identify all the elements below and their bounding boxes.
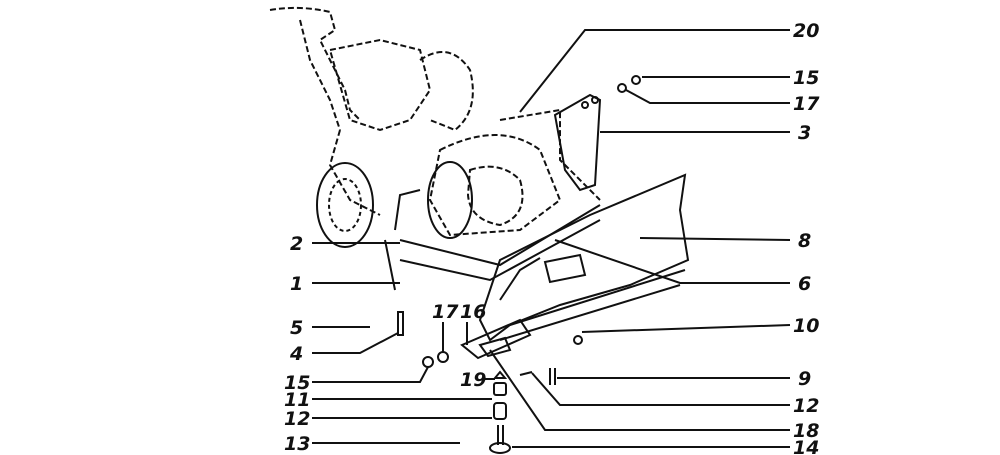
push-frame — [384, 189, 601, 291]
callout-5: 5 — [290, 317, 303, 339]
nut — [617, 83, 627, 93]
callout-9: 9 — [798, 368, 811, 390]
hole — [581, 101, 589, 109]
callout-17: 17 — [432, 301, 459, 323]
callout-4: 4 — [289, 343, 303, 365]
skid-bolt-13 — [497, 425, 504, 445]
callout-13: 13 — [284, 433, 310, 455]
washer — [422, 356, 434, 368]
callout-18: 18 — [793, 420, 819, 442]
nut — [437, 351, 449, 363]
spacer-12 — [493, 402, 507, 420]
callout-1: 1 — [290, 273, 303, 295]
callout-14: 14 — [793, 437, 819, 455]
callout-2: 2 — [290, 233, 303, 255]
callout-16: 16 — [460, 301, 486, 323]
callout-20: 20 — [793, 20, 819, 42]
leader-lines — [312, 29, 791, 448]
callout-8: 8 — [798, 230, 811, 252]
callout-15: 15 — [793, 67, 819, 89]
callout-11: 11 — [284, 389, 310, 411]
callout-17: 17 — [793, 93, 820, 115]
snow-blower-outline — [269, 6, 601, 237]
callout-15: 15 — [284, 372, 310, 394]
callout-6: 6 — [798, 273, 811, 295]
skid-plate-14 — [489, 442, 511, 454]
mounting-plate — [553, 93, 602, 192]
callout-12: 12 — [793, 395, 819, 417]
pin-12 — [519, 371, 533, 376]
callout-3: 3 — [798, 122, 811, 144]
washer — [631, 75, 641, 85]
callout-19: 19 — [460, 369, 486, 391]
callout-10: 10 — [793, 315, 819, 337]
nut-10 — [573, 335, 583, 345]
skid-shoe — [460, 318, 532, 360]
bolt-9 — [549, 368, 556, 385]
callout-12: 12 — [284, 408, 310, 430]
pin — [397, 311, 404, 336]
nut-19 — [492, 370, 508, 379]
spacer-11 — [493, 382, 507, 396]
wheel — [316, 161, 473, 248]
hole — [591, 96, 599, 104]
callout-labels: 20 15 17 3 8 6 10 9 12 18 14 2 1 5 4 15 … — [284, 20, 820, 455]
